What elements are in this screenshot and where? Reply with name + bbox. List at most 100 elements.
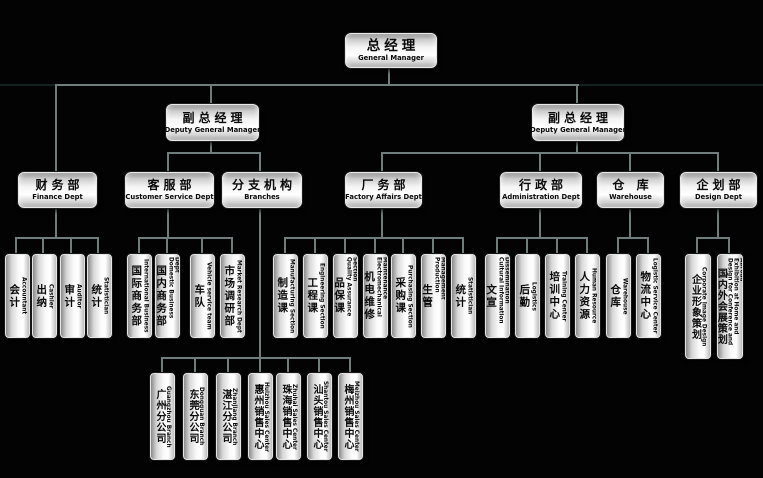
node-human-resource: 人力资源 Human Resource [575,254,600,338]
connector-line [55,84,57,172]
node-label-zh: 人力资源 [578,271,591,321]
node-domestic-business-dept: 国内商务部 Domestic Business Dept [155,254,180,338]
node-market-research-dept: 市场调研部 Market Research Dept [220,254,245,338]
connector-line [556,237,558,254]
connector-line [496,237,498,254]
connector-line [42,237,44,254]
node-label-en: Factory Affairs Dept [345,193,422,201]
connector-line [210,84,212,105]
connector-line [167,152,261,154]
node-label-en: Guangzhou Branch [165,385,172,448]
node-label-en: Statistician [466,277,473,315]
connector-line [402,237,404,254]
node-label-zh: 副总经理 [182,110,247,125]
node-label-en: Zhuhai Sales Center [291,383,298,450]
node-label-zh: 统计 [454,283,467,309]
node-label-en: International Business [142,259,149,333]
node-label-en: Domestic Business Dept [167,257,180,319]
node-factory-affairs-dept: 厂务部 Factory Affairs Dept [345,172,422,208]
node-design-dept: 企划部 Design Dept [680,172,757,208]
node-label-zh: 仓库 [609,283,622,309]
node-label-en: Corporate Image Design [700,266,707,347]
node-label-zh: 珠海销售中心 [279,383,291,450]
node-vehicle-service-team: 车队 Vehicle service team [190,254,215,338]
connector-line [167,206,169,238]
node-statistician: 统计 Statistician [87,254,112,338]
node-label-zh: 厂务部 [361,178,410,193]
connector-line [629,152,631,172]
node-label-en: Meizhou Sales Center [353,381,360,452]
node-label-en: Huizhou Sales Center [263,381,270,452]
node-label-en: Zhanjiang Branch [231,387,238,446]
node-label-en: Warehouse [609,193,652,201]
connector-line [647,237,649,254]
connector-line [97,237,99,254]
node-label-en: Statistician [102,277,109,315]
node-label-zh: 仓 库 [612,178,653,193]
node-quality-assurance-section: 品保课 Quality Assurance Section [333,254,358,338]
node-label-zh: 出纳 [35,283,48,309]
node-cultural-information: 文宣 Cultural Information Dissemination [485,254,510,338]
node-electromechanical-maintenance: 机电维修 Electromechanical Maintenance [363,254,388,338]
node-label-en: Logistic Service Center [651,258,658,334]
node-dongguan-branch: 东莞分公司 Dongguan Branch [183,373,208,460]
node-label-zh: 品保课 [333,277,346,315]
node-general-manager: 总经理 General Manager [345,33,437,68]
node-logistic-service-center: 物流中心 Logistic Service Center [636,254,661,338]
node-warehouse: 仓库 Warehouse [606,254,631,338]
node-logistics: 后勤 Logistics [515,254,540,338]
connector-line [728,237,730,254]
node-label-zh: 制造课 [276,277,289,315]
connector-line [287,357,289,373]
connector-line [318,357,320,373]
node-corporate-image-design: 企业形象策划 Corporate Image Design [685,254,711,359]
connector-line [388,66,390,85]
node-label-en: Administration Dept [502,193,580,201]
node-label-zh: 客服部 [147,178,196,193]
connector-line [194,357,196,373]
node-label-zh: 车队 [193,283,206,309]
connector-line [259,357,261,373]
connector-line [15,237,17,254]
node-label-en: Manufacturing Section [288,258,295,334]
connector-line [432,237,434,254]
node-label-zh: 审计 [63,283,76,309]
node-label-en: Customer Service Dept [125,193,214,201]
connector-line [374,237,376,254]
node-label-zh: 物流中心 [639,271,652,321]
node-label-zh: 采购课 [394,277,407,315]
node-label-zh: 惠州销售中心 [251,383,263,450]
node-training-center: 培训中心 Training Center [545,254,570,338]
connector-line [496,237,588,239]
connector-line [344,237,346,254]
node-meizhou-sales-center: 梅州销售中心 Meizhou Sales Center [338,373,363,460]
node-label-zh: 国内外会展策划 [717,268,727,345]
connector-line [314,237,316,254]
node-label-en: Purchasing Section [406,264,413,328]
node-label-zh: 总经理 [366,37,420,54]
node-shantou-sales-center: 汕头销售中心 Shantou Sales Center [307,373,332,460]
connector-line [381,206,383,238]
connector-line [576,139,578,154]
node-administration-dept: 行政部 Administration Dept [500,172,582,208]
node-label-en: Human Resource [590,268,597,324]
node-deputy-general-manager-right: 副总经理 Deputy General Manager [530,104,626,141]
connector-line [617,237,649,239]
node-accountant: 会计 Accountant [5,254,30,338]
connector-line [161,357,163,373]
connector-line [629,206,631,238]
connector-line [138,237,233,239]
node-label-zh: 国际商务部 [130,264,143,328]
node-label-en: Production Management [433,257,446,300]
connector-line [166,237,168,254]
node-label-zh: 生管 [421,283,434,309]
connector-line [539,206,541,238]
node-label-zh: 机电维修 [363,271,376,321]
node-international-business: 国际商务部 International Business [127,254,152,338]
node-label-en: Electromechanical Maintenance [375,257,388,317]
connector-line [349,357,351,373]
node-engineering-section: 工程课 Engineering Section [303,254,328,338]
connector-line [161,357,351,359]
node-finance-dept: 财务部 Finance Dept [18,172,97,208]
